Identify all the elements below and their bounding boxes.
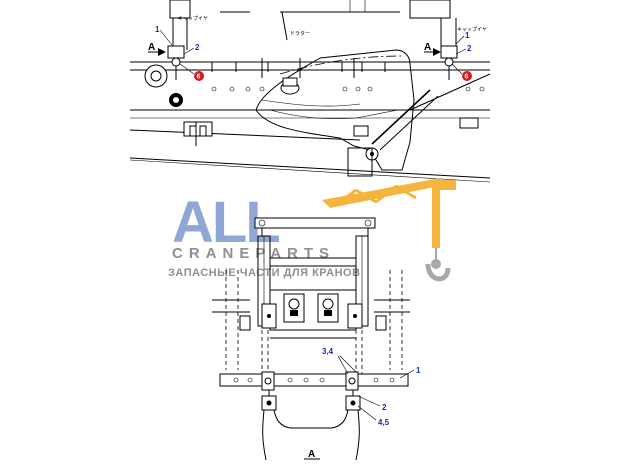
- view-a-label-right: A: [424, 42, 431, 53]
- view-a: 1 3,4 2 4,5 A: [212, 217, 421, 461]
- callout-2: 2: [382, 403, 387, 412]
- boom-foot-body: [255, 49, 415, 171]
- top-view: A A キャップイヤ キャップイヤ ドラター 1 2 6 1 2 6: [129, 0, 491, 183]
- callout-6-left: 6: [197, 74, 201, 81]
- callout-4-5: 4,5: [378, 418, 390, 427]
- top-crossbar: [254, 217, 376, 229]
- watermark-crane-icon: [322, 178, 456, 282]
- callout-3-4: 3,4: [322, 347, 334, 356]
- jp-note-center: ドラター: [290, 30, 310, 37]
- callout-1-right: 1: [465, 31, 470, 40]
- callout-6-right: 6: [465, 74, 469, 81]
- callout-1-left: 1: [155, 25, 160, 34]
- marker-6-left: [194, 71, 204, 81]
- frame-ticks: [211, 58, 386, 78]
- view-a-label-left: A: [148, 42, 155, 53]
- center-block: [269, 289, 357, 331]
- jp-note-right: キャップイヤ: [457, 27, 487, 33]
- watermark-brand: CRANEPARTS: [172, 245, 335, 262]
- frame-holes: [211, 86, 485, 92]
- view-a-title: A: [308, 449, 315, 460]
- callout-2-right: 2: [467, 44, 472, 53]
- marker-6-right: [462, 71, 472, 81]
- jp-note-left: キャップイヤ: [178, 16, 208, 22]
- callout-1: 1: [416, 366, 421, 375]
- callout-2-left: 2: [195, 43, 200, 52]
